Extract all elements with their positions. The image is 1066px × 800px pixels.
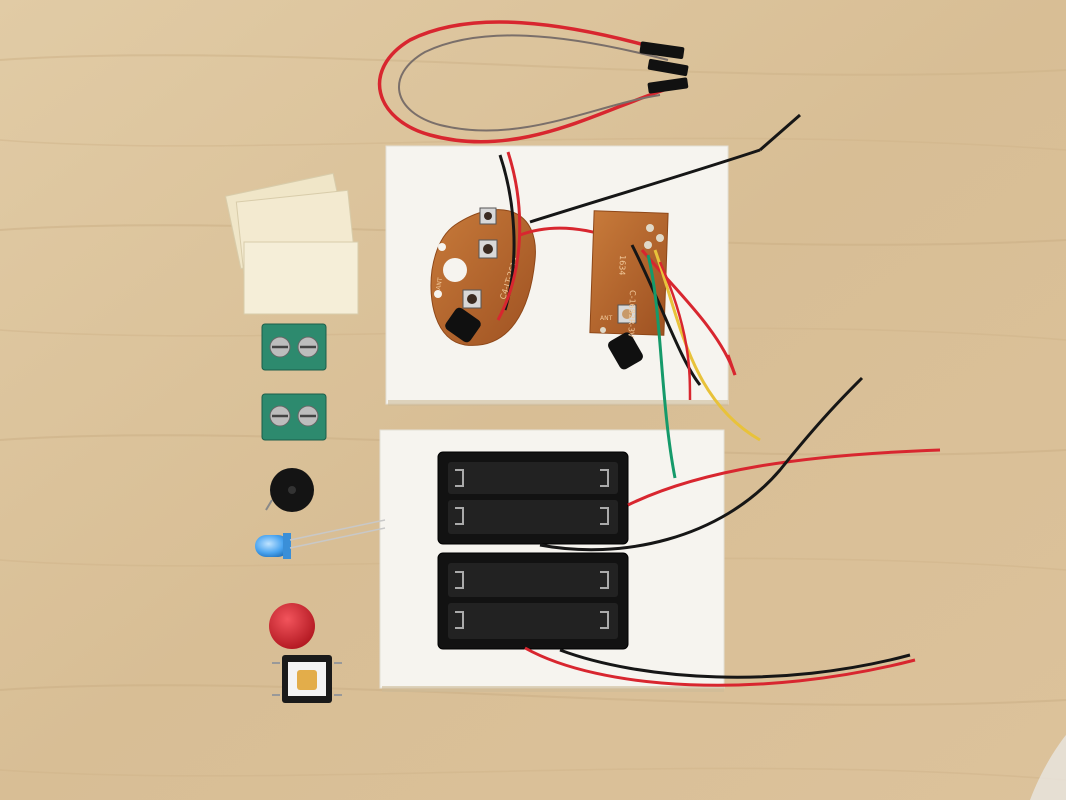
receiver-chip-label: 1634 (617, 255, 627, 276)
adhesive-pads (224, 172, 359, 315)
receiver-ant-label: ANT (600, 315, 613, 322)
screw-terminal-2 (261, 393, 327, 441)
plastic-bag-corner (1030, 735, 1066, 800)
jumper-wire (377, 20, 689, 144)
receiver-pcb: C-1682R-3V 1634 ANT (589, 210, 669, 370)
blue-led (255, 519, 386, 559)
battery-holder-top (437, 451, 629, 545)
receiver-model-label: C-1682R-3V (626, 290, 637, 338)
tactile-switch (272, 655, 342, 703)
red-button-cap (269, 603, 315, 649)
buzzer (265, 468, 314, 512)
screw-terminal-1 (261, 323, 327, 371)
receiver-wires (630, 244, 761, 479)
battery-holder-bottom (437, 552, 629, 650)
battery-wires (524, 376, 941, 687)
transmitter-ant-label: ANT (435, 277, 444, 291)
transmitter-pcb: C4-LT-261S ANT (430, 207, 536, 346)
